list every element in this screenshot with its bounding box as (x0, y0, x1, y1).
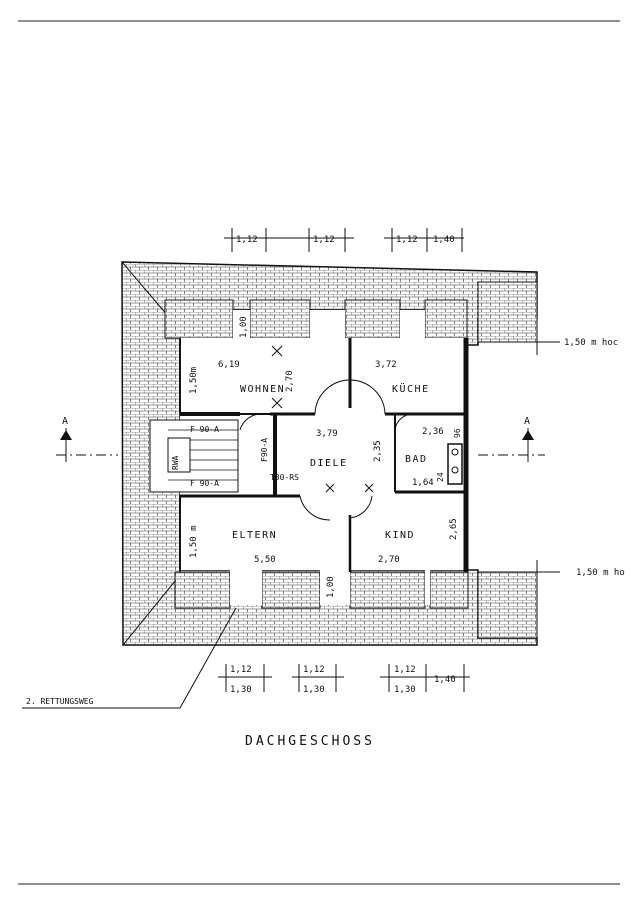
section-label-right: A (524, 416, 532, 427)
room-diele: DIELE (310, 458, 348, 469)
room-bad: BAD (405, 454, 428, 465)
room-kueche: KÜCHE (392, 382, 430, 395)
dim-wohnen-h: 2,70 (285, 370, 295, 392)
dim-diele-h: 2,35 (373, 440, 383, 462)
dim-eltern-dormer: 1,00 (326, 576, 336, 598)
dormers-top (164, 299, 468, 339)
room-eltern: ELTERN (232, 530, 277, 541)
dim-eltern-side: 1,50 m (189, 525, 199, 558)
rettungsweg-label: 2. RETTUNGSWEG (26, 697, 94, 706)
dim-bad-side: 96 (453, 428, 462, 438)
dim-wohnen-w: 6,19 (218, 360, 240, 370)
f90a-bottom-label: F 90-A (190, 479, 219, 488)
dim-bot-b1: 1,12 (303, 665, 325, 675)
door-swings (239, 379, 414, 521)
dim-bad-w: 2,36 (422, 427, 444, 437)
room-kind: KIND (385, 530, 415, 541)
dim-bot-a1: 1,12 (230, 665, 252, 675)
height-label-top: 1,50 m hoc (564, 338, 618, 348)
height-label-bottom: 1,50 m ho (576, 568, 625, 578)
toilet (451, 466, 459, 474)
rettungsweg-leader (22, 607, 237, 709)
rwa-label: RWA (171, 455, 180, 470)
bottom-dimension-chain (218, 664, 470, 692)
dim-kind-h: 2,65 (449, 518, 459, 540)
dim-wohnen-dormer: 1,00 (239, 316, 249, 338)
dim-top-4: 1,40 (433, 235, 455, 245)
light-marks (271, 345, 374, 493)
roof-tiles (121, 261, 538, 646)
dim-bot-b2: 1,30 (303, 685, 325, 695)
f90a-top-label: F 90-A (190, 425, 219, 434)
dim-top-3: 1,12 (396, 235, 418, 245)
t30rs-label: T30-RS (270, 473, 299, 482)
dim-top-2: 1,12 (313, 235, 335, 245)
section-marker-right (478, 428, 545, 462)
dim-bot-c2: 1,30 (394, 685, 416, 695)
section-marker-left (56, 428, 118, 462)
dim-bad-small: 24 (436, 472, 445, 482)
f90a-vertical-label: F90-A (260, 438, 269, 462)
room-wohnen: WOHNEN (240, 384, 285, 395)
dim-eltern-w: 5,50 (254, 555, 276, 565)
bathtub (447, 443, 463, 485)
drawing-title: DACHGESCHOSS (245, 734, 375, 749)
section-label-left: A (62, 416, 70, 427)
dim-bot-c1: 1,12 (394, 665, 416, 675)
dim-top-1: 1,12 (236, 235, 258, 245)
dim-bad-w2: 1,64 (412, 478, 434, 488)
height-markers (536, 330, 560, 585)
walls (179, 338, 469, 572)
dim-kueche-w: 3,72 (375, 360, 397, 370)
basin (451, 448, 459, 456)
stair (167, 429, 238, 481)
dim-diele-w: 3,79 (316, 429, 338, 439)
dim-bot-a2: 1,30 (230, 685, 252, 695)
dim-wohnen-side: 1,50m (189, 367, 199, 394)
dim-kind-w: 2,70 (378, 555, 400, 565)
dim-bot-c3: 1,40 (434, 675, 456, 685)
top-dimension-chain (224, 228, 464, 252)
